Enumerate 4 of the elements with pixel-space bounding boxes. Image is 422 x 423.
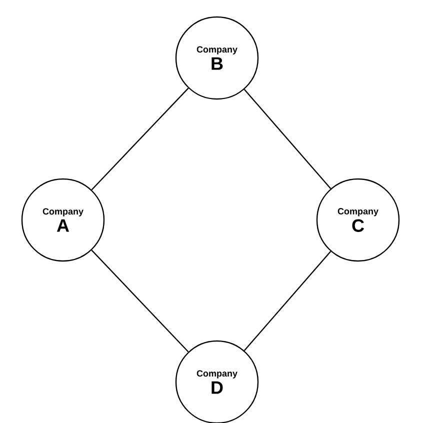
connector-line [244,89,332,190]
connector-line [91,88,189,190]
connector-line [244,250,332,352]
connector-line [91,250,189,352]
